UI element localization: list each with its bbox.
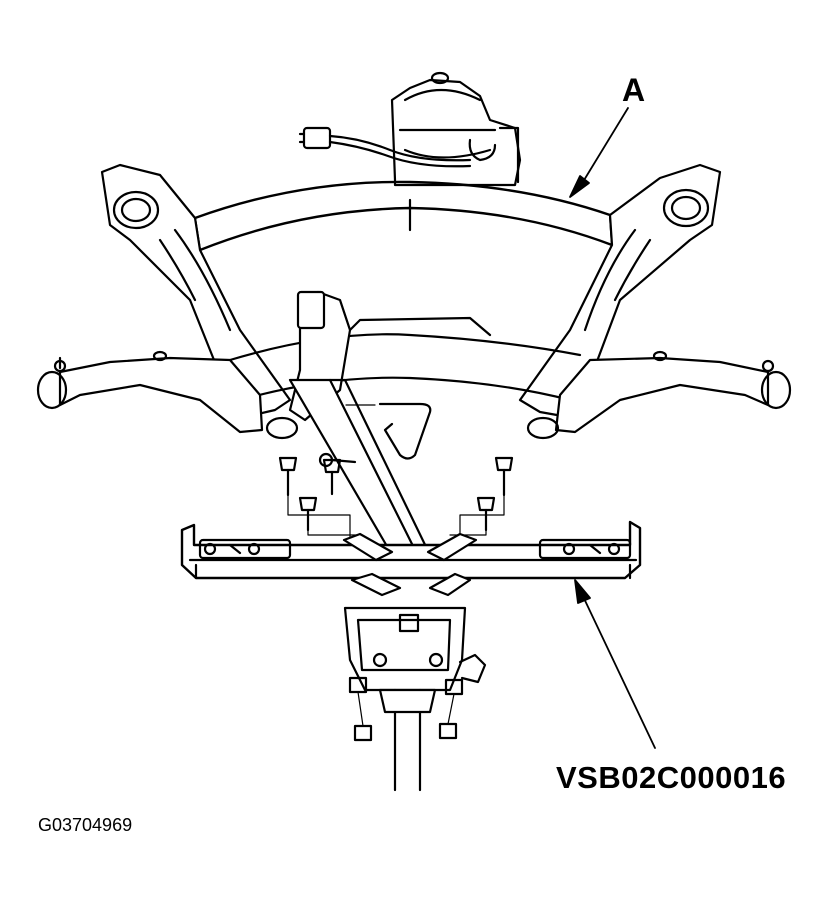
jack-nuts [348, 676, 464, 742]
callout-label-a: A [622, 72, 646, 108]
steering-gearbox [390, 71, 522, 187]
subframe-crossmember [193, 180, 614, 252]
jack-head [343, 606, 487, 692]
right-lower-arm [526, 350, 792, 440]
callout-label-tool-number: VSB02C000016 [556, 760, 787, 795]
callout-arrow-a [569, 107, 629, 198]
bolt-set [278, 456, 514, 532]
subframe-right-arm [518, 163, 722, 422]
left-lower-arm [36, 350, 299, 440]
wire-connector [298, 126, 472, 168]
callout-arrow-tool [574, 579, 656, 749]
rubber-pads [342, 532, 478, 597]
subframe-support-tool [180, 520, 642, 580]
jack-post [378, 688, 437, 792]
jack-support-arm [288, 290, 432, 562]
figure-id: G03704969 [38, 815, 133, 835]
